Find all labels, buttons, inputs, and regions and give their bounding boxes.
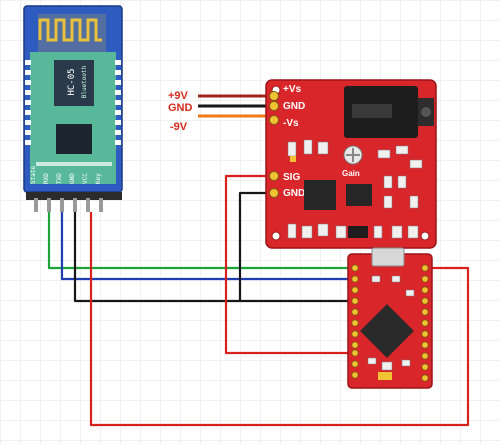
castellated-pads bbox=[25, 60, 121, 145]
pin-label-gnd: GND bbox=[69, 173, 76, 184]
wire-red-sig bbox=[224, 174, 355, 355]
wires bbox=[47, 94, 470, 427]
amp-diode bbox=[348, 226, 368, 238]
amp-pin-vs-neg: -Vs bbox=[283, 118, 299, 129]
supply-label-gnd: GND bbox=[168, 102, 193, 114]
silk-line bbox=[36, 162, 112, 166]
amp-mount-hole-bl bbox=[271, 231, 281, 241]
header-pins bbox=[34, 198, 103, 212]
hc05-module: HC-05 Bluetooth State RXD TXD GND VCC Ke… bbox=[23, 5, 123, 212]
amp-opamp-chip bbox=[304, 180, 336, 210]
promicro-right-pads bbox=[421, 264, 429, 382]
amp-pin-vs-pos: +Vs bbox=[283, 84, 302, 95]
usb-connector bbox=[371, 247, 405, 267]
pin-label-state: State bbox=[30, 166, 37, 184]
amp-led-pad bbox=[290, 156, 296, 162]
hc05-chip bbox=[54, 60, 94, 106]
header-strip bbox=[26, 192, 122, 200]
amp-mount-hole-br bbox=[420, 231, 430, 241]
amp-pin-gnd2: GND bbox=[283, 188, 305, 199]
promicro-crystal bbox=[378, 372, 392, 380]
amp-pin-gnd: GND bbox=[283, 101, 305, 112]
wire-black-gnd bbox=[73, 212, 355, 303]
hc05-flash-chip bbox=[56, 124, 92, 154]
wire-black-amp-gnd bbox=[238, 191, 268, 301]
supply-label-pos: +9V bbox=[168, 90, 189, 102]
trimpot-slot bbox=[346, 148, 360, 162]
promicro-smd bbox=[367, 275, 415, 371]
pro-micro-board bbox=[347, 247, 433, 389]
pin-label-key: Key bbox=[95, 173, 102, 184]
amp-pin-pads bbox=[269, 91, 279, 198]
wire-red-vcc bbox=[89, 212, 470, 427]
promicro-left-pads bbox=[351, 264, 359, 379]
wire-blue-txd bbox=[60, 212, 355, 281]
pin-label-rxd: RXD bbox=[43, 173, 50, 184]
gain-label: Gain bbox=[342, 169, 360, 178]
pin-label-txd: TXD bbox=[56, 173, 63, 184]
hc05-model-label: HC-05 bbox=[67, 68, 77, 95]
amplifier-board: +Vs GND -Vs SIG GND Gain bbox=[265, 79, 437, 249]
antenna-trace bbox=[38, 18, 102, 42]
promicro-mcu bbox=[360, 304, 414, 358]
audio-jack-hole bbox=[421, 107, 431, 117]
hc05-sub-label: Bluetooth bbox=[81, 65, 88, 98]
amp-pin-sig: SIG bbox=[283, 172, 300, 183]
amp-ic-2 bbox=[346, 184, 372, 206]
wire-green-rxd bbox=[47, 212, 355, 270]
audio-jack-body bbox=[352, 104, 392, 118]
supply-label-neg: -9V bbox=[170, 121, 188, 133]
amp-smd-components bbox=[287, 139, 423, 239]
pin-label-vcc: VCC bbox=[82, 173, 89, 184]
